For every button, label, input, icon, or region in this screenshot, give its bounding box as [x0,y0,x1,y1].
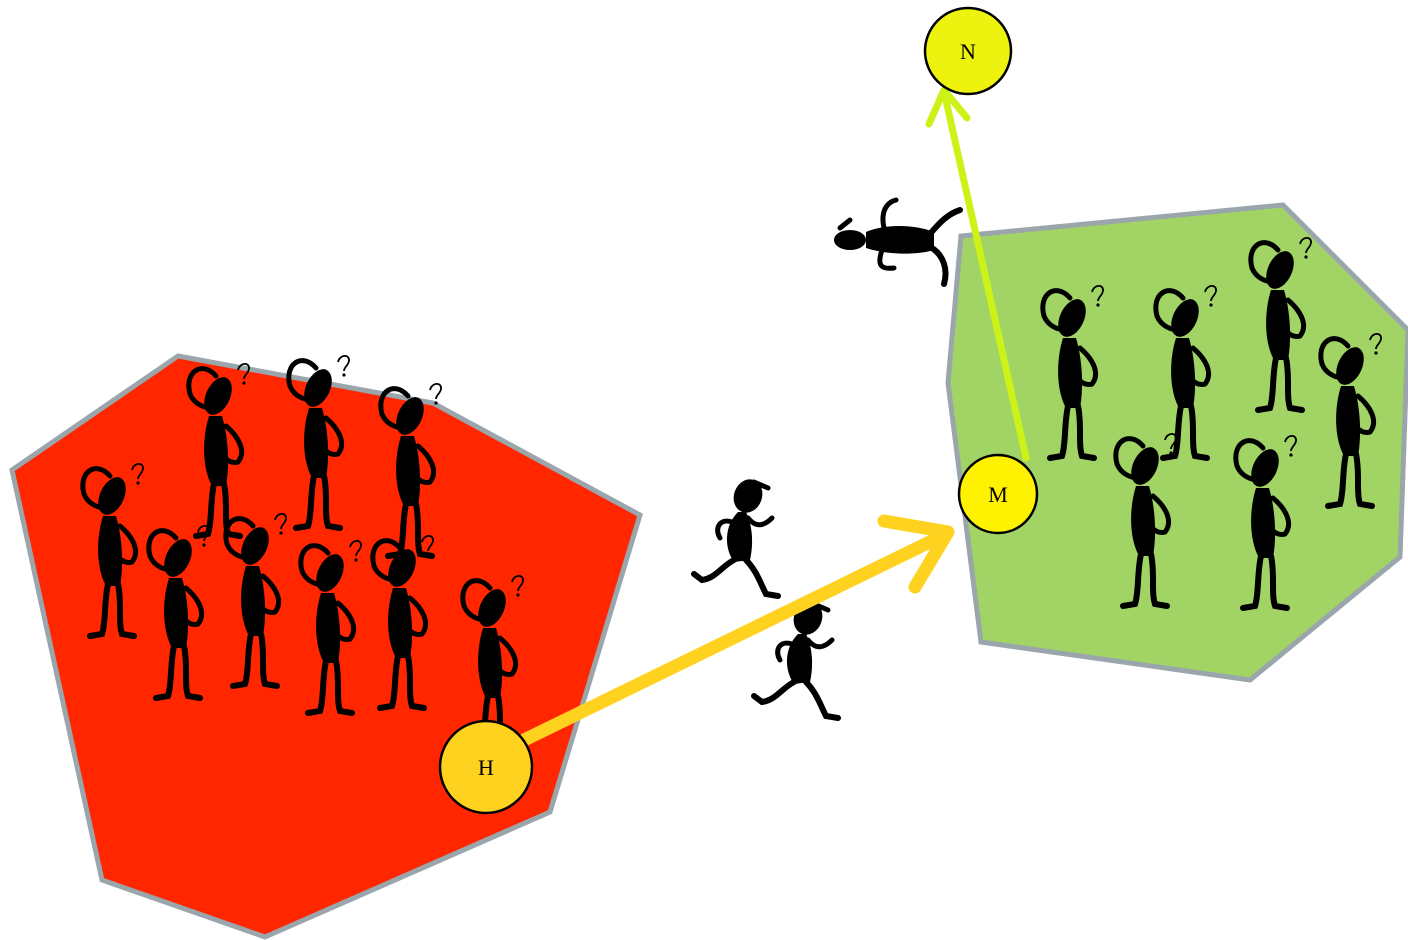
arrow-h-to-m [513,514,955,749]
node-n-label: N [960,39,976,64]
node-m: M [957,453,1039,535]
crawling-person [834,200,960,284]
arrow-m-to-n [925,86,1030,462]
running-person [694,475,778,596]
node-m-label: M [988,482,1008,507]
node-h-label: H [478,755,494,780]
node-h: H [438,719,534,815]
crawler [834,200,960,284]
node-n: N [923,6,1013,96]
